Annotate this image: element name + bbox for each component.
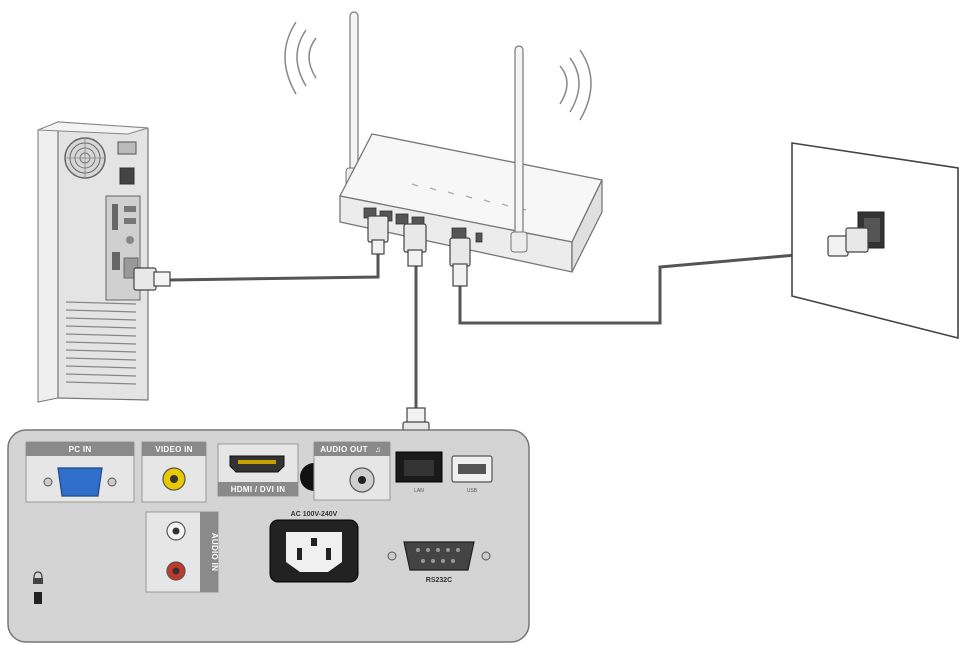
- lan-port: LAN: [395, 451, 443, 494]
- network-cables: [168, 238, 832, 412]
- audio-out-port: AUDIO OUT ♫: [313, 441, 391, 501]
- lan-label: LAN: [414, 488, 424, 494]
- audio-in-port: AUDIO IN: [145, 511, 219, 593]
- pc-ethernet-plug: [133, 267, 171, 291]
- wireless-router: [284, 11, 603, 287]
- router-projector-plug: [403, 223, 427, 267]
- headphone-icon: ♫: [375, 445, 381, 454]
- usb-label: USB: [467, 488, 478, 494]
- audio-out-label: AUDIO OUT: [320, 445, 368, 454]
- pc-in-label: PC IN: [69, 445, 92, 454]
- video-in-label: VIDEO IN: [155, 445, 193, 454]
- hdmi-dvi-in-label: HDMI / DVI IN: [231, 485, 286, 494]
- router-pc-plug: [367, 215, 389, 255]
- audio-in-label: AUDIO IN: [210, 533, 219, 571]
- wall-outlet: [791, 142, 959, 340]
- power-supply-fan-icon: [64, 137, 106, 179]
- router-wan-plug: [449, 237, 471, 287]
- case-vents: [65, 301, 137, 385]
- wifi-signal-left-icon: [284, 21, 317, 95]
- pc-in-port: PC IN: [25, 441, 135, 503]
- router-status-leds: [411, 183, 527, 211]
- pc-cable: [168, 238, 380, 282]
- usb-port: USB: [451, 455, 493, 494]
- video-in-port: VIDEO IN: [141, 441, 207, 503]
- hdmi-dvi-in-port: HDMI / DVI IN: [217, 443, 299, 497]
- router-antenna-right: [510, 45, 528, 253]
- lock-icon: [33, 571, 43, 604]
- projector-rear-panel: PC IN VIDEO IN HDMI / DVI IN AUDIO OU: [7, 429, 530, 643]
- computer-tower: [37, 121, 171, 403]
- wall-cable: [458, 250, 832, 325]
- ac-power-label: AC 100V-240V: [291, 511, 338, 518]
- wall-ethernet-plug: [827, 227, 869, 257]
- wifi-signal-right-icon: [559, 49, 592, 121]
- rs232c-label: RS232C: [426, 577, 452, 584]
- vga-connector-icon: [57, 467, 103, 497]
- ac-power-inlet: AC 100V-240V: [269, 511, 359, 583]
- rs232c-port: RS232C: [387, 541, 491, 584]
